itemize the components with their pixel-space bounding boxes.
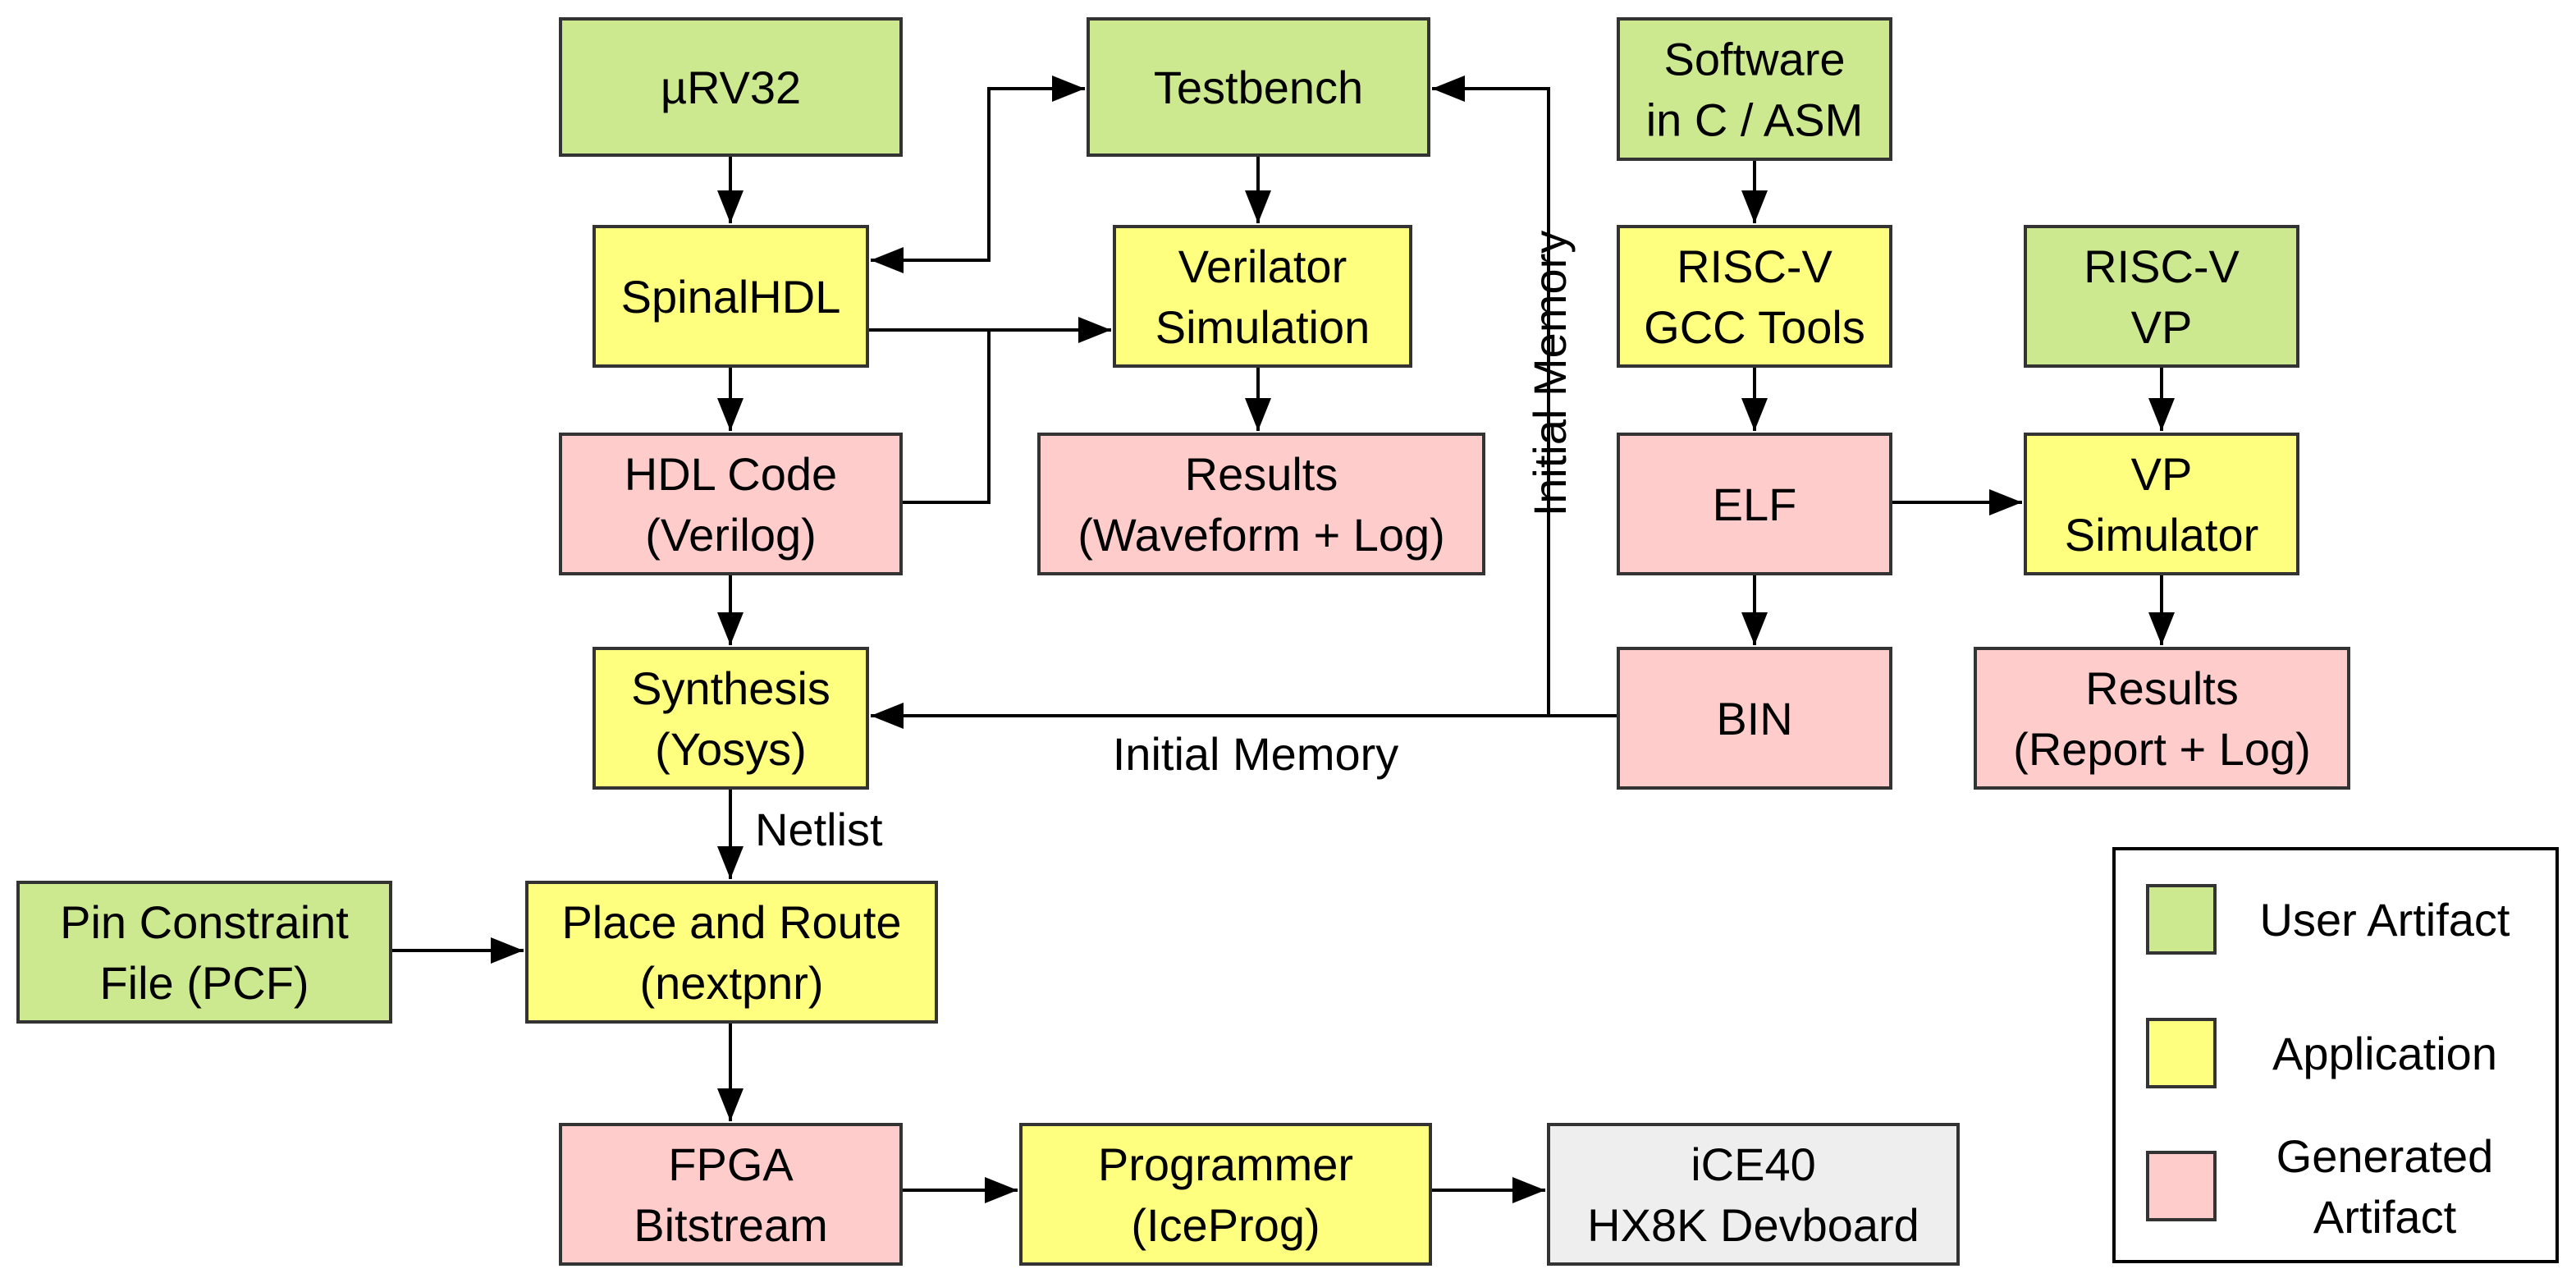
- edge-labels-layer: Initial Memory Initial Memory Netlist: [755, 231, 1576, 855]
- node-verilator-box: [1113, 225, 1412, 368]
- node-results-vp-box: [1974, 647, 2350, 790]
- node-synthesis-label-line-1: Synthesis: [631, 662, 830, 714]
- node-programmer: Programmer (IceProg): [1019, 1123, 1432, 1266]
- node-vp-sim: VP Simulator: [2024, 433, 2299, 575]
- node-gcc-label-line-2: GCC Tools: [1644, 301, 1865, 353]
- node-vp-sim-label-line-1: VP: [2131, 448, 2193, 500]
- node-devboard-label-line-1: iCE40: [1691, 1138, 1816, 1190]
- node-bin-label-line-1: BIN: [1716, 693, 1792, 744]
- node-gcc-label-line-1: RISC-V: [1677, 240, 1832, 292]
- node-testbench-box: [1087, 17, 1430, 157]
- node-programmer-label-line-1: Programmer: [1098, 1138, 1353, 1190]
- node-bitstream-label-line-1: FPGA: [668, 1138, 794, 1190]
- node-hdl-code-label-line-1: HDL Code: [625, 448, 837, 500]
- node-riscv-vp: RISC-V VP: [2024, 225, 2299, 368]
- legend-label-generated-artifact-line-1: Generated: [2276, 1130, 2494, 1182]
- node-synthesis-box: [593, 647, 869, 790]
- node-bitstream-label-line-2: Bitstream: [634, 1199, 828, 1251]
- node-pcf-label-line-2: File (PCF): [99, 957, 309, 1009]
- node-gcc: RISC-V GCC Tools: [1617, 225, 1892, 368]
- node-software-box: [1617, 17, 1892, 161]
- node-results-vp-label-line-2: (Report + Log): [2013, 723, 2311, 775]
- node-verilator-label-line-2: Simulation: [1155, 301, 1370, 353]
- node-elf-label-line-1: ELF: [1713, 479, 1797, 530]
- node-spinalhdl-box: [593, 225, 869, 368]
- node-bitstream-box: [559, 1123, 903, 1266]
- node-pcf-label-line-1: Pin Constraint: [60, 896, 349, 948]
- edge-label-netlist: Netlist: [755, 804, 883, 855]
- node-testbench-label-line-1: Testbench: [1154, 62, 1363, 113]
- node-spinalhdl: SpinalHDL: [593, 225, 869, 368]
- node-pnr-label-line-1: Place and Route: [561, 896, 901, 948]
- node-urv32: µRV32: [559, 17, 903, 157]
- node-software: Software in C / ASM: [1617, 17, 1892, 161]
- node-vp-sim-label-line-2: Simulator: [2065, 509, 2259, 561]
- node-results-vp-label-line-1: Results: [2085, 662, 2239, 714]
- edges-layer: [391, 76, 2175, 1203]
- node-devboard-label-line-2: HX8K Devboard: [1587, 1199, 1919, 1251]
- node-synthesis-label-line-2: (Yosys): [655, 723, 807, 775]
- legend-swatch-user-artifact: [2146, 884, 2217, 955]
- node-pnr-label-line-2: (nextpnr): [639, 957, 823, 1009]
- node-software-label-line-1: Software: [1664, 34, 1846, 85]
- node-programmer-label-line-2: (IceProg): [1131, 1199, 1320, 1251]
- node-elf-box: [1617, 433, 1892, 575]
- node-urv32-box: [559, 17, 903, 157]
- edge-label-initial-memory: Initial Memory: [1113, 728, 1399, 780]
- edge-hdl-code-to-verilator: [901, 330, 991, 504]
- node-spinalhdl-label-line-1: SpinalHDL: [621, 271, 841, 323]
- nodes-layer: µRV32 Testbench Software in C / ASM SpinalHD…: [16, 17, 2350, 1266]
- node-synthesis: Synthesis (Yosys): [593, 647, 869, 790]
- node-vp-sim-box: [2024, 433, 2299, 575]
- node-bin: BIN: [1617, 647, 1892, 790]
- node-pnr: Place and Route (nextpnr): [525, 881, 938, 1024]
- node-results-sim-label-line-1: Results: [1185, 448, 1338, 500]
- node-verilator-label-line-1: Verilator: [1178, 240, 1347, 292]
- edge-bin-to-testbench: [1432, 76, 1550, 716]
- node-bitstream: FPGA Bitstream: [559, 1123, 903, 1266]
- legend-swatch-application: [2146, 1018, 2217, 1088]
- node-results-sim: Results (Waveform + Log): [1037, 433, 1485, 575]
- node-pcf-box: [16, 881, 392, 1024]
- node-riscv-vp-box: [2024, 225, 2299, 368]
- node-gcc-box: [1617, 225, 1892, 368]
- legend-label-user-artifact-line-1: User Artifact: [2260, 894, 2510, 946]
- node-riscv-vp-label-line-1: RISC-V: [2084, 240, 2240, 292]
- legend-label-generated-artifact-line-2: Artifact: [2313, 1191, 2457, 1243]
- node-elf: ELF: [1617, 433, 1892, 575]
- legend-label-application-line-1: Application: [2272, 1028, 2497, 1079]
- node-riscv-vp-label-line-2: VP: [2131, 301, 2193, 353]
- edge-spinalhdl-testbench-link: [871, 76, 1085, 262]
- node-results-sim-label-line-2: (Waveform + Log): [1078, 509, 1445, 561]
- node-software-label-line-2: in C / ASM: [1646, 94, 1864, 146]
- edge-label-initial-memory-vertical: Initial Memory: [1524, 231, 1576, 517]
- legend-swatch-generated-artifact: [2146, 1151, 2217, 1221]
- node-results-vp: Results (Report + Log): [1974, 647, 2350, 790]
- node-hdl-code: HDL Code (Verilog): [559, 433, 903, 575]
- node-urv32-label-line-1: µRV32: [661, 62, 801, 113]
- node-pnr-box: [525, 881, 938, 1024]
- legend: User ArtifactApplicationGeneratedArtifac…: [2112, 847, 2559, 1263]
- node-results-sim-box: [1037, 433, 1485, 575]
- node-hdl-code-label-line-2: (Verilog): [645, 509, 817, 561]
- node-devboard-box: [1547, 1123, 1960, 1266]
- node-programmer-box: [1019, 1123, 1432, 1266]
- node-testbench: Testbench: [1087, 17, 1430, 157]
- node-hdl-code-box: [559, 433, 903, 575]
- node-bin-box: [1617, 647, 1892, 790]
